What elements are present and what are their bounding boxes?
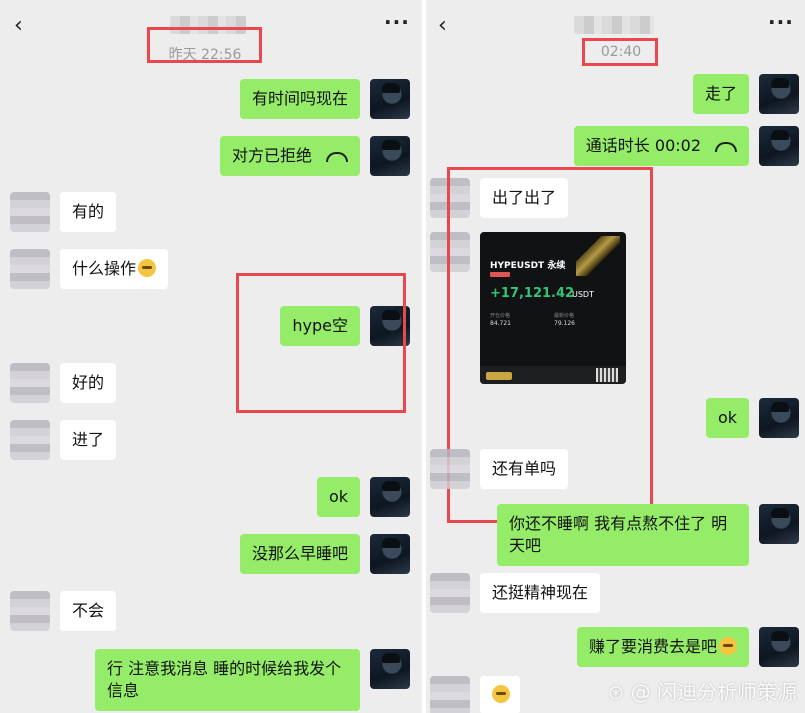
contact-avatar-blurred[interactable] — [430, 676, 470, 713]
message-row: 对方已拒绝 — [219, 136, 410, 176]
card-footer — [480, 366, 626, 384]
message-row: 有的 — [10, 192, 117, 232]
message-bubble[interactable]: 不会 — [60, 591, 117, 631]
contact-avatar-blurred[interactable] — [10, 420, 50, 460]
message-text: 赚了要消费去是吧 — [588, 637, 717, 656]
card-entry-label: 开仓价格 — [490, 313, 511, 319]
contact-avatar-blurred[interactable] — [430, 449, 470, 489]
rocket-graphic-icon — [576, 236, 620, 276]
highlight-box-timestamp — [147, 27, 262, 63]
qr-code-icon — [596, 368, 618, 382]
message-row: 赚了要消费去是吧 — [576, 627, 799, 667]
contact-avatar-blurred[interactable] — [430, 573, 470, 613]
message-text: 什么操作 — [72, 259, 137, 278]
message-row: HYPEUSDT 永续 +17,121.42 USDT 开仓价格 84.721 … — [430, 232, 626, 384]
back-chevron-icon[interactable]: ‹ — [438, 13, 447, 38]
message-row: 通话时长 00:02 — [573, 126, 799, 166]
message-bubble[interactable]: 进了 — [60, 420, 117, 460]
timestamp: 02:40 — [600, 44, 642, 60]
right-chat-screenshot: ‹ ··· 02:40 走了 通话时长 00:02 出了出了 HYPEUSDT … — [426, 0, 805, 713]
my-avatar[interactable] — [759, 74, 799, 114]
card-entry-price: 84.721 — [490, 320, 511, 327]
card-mark-label: 最新价格 — [554, 313, 575, 319]
contact-avatar-blurred[interactable] — [10, 363, 50, 403]
face-emoji-icon — [492, 685, 510, 703]
timestamp: 昨天 22:56 — [168, 47, 242, 63]
message-row: 行 注意我消息 睡的时候给我发个信息 — [95, 649, 410, 711]
message-bubble[interactable]: 走了 — [692, 74, 749, 114]
message-row: 走了 — [692, 74, 799, 114]
more-dots-icon[interactable]: ··· — [384, 10, 410, 34]
contact-avatar-blurred[interactable] — [10, 591, 50, 631]
my-avatar[interactable] — [370, 136, 410, 176]
my-avatar[interactable] — [759, 504, 799, 544]
message-bubble[interactable]: 还挺精神现在 — [480, 573, 601, 613]
message-row: 好的 — [10, 363, 117, 403]
message-row: ok — [316, 477, 410, 517]
panel-divider — [422, 0, 426, 713]
my-avatar[interactable] — [370, 534, 410, 574]
relieved-face-emoji-icon — [719, 637, 737, 655]
call-duration-text: 通话时长 00:02 — [585, 136, 701, 155]
message-bubble[interactable]: 好的 — [60, 363, 117, 403]
message-row: ok — [705, 398, 799, 438]
message-bubble[interactable]: 有时间吗现在 — [239, 79, 360, 119]
my-avatar[interactable] — [759, 126, 799, 166]
message-row: 有时间吗现在 — [239, 79, 410, 119]
my-avatar[interactable] — [370, 477, 410, 517]
message-bubble[interactable]: ok — [316, 477, 360, 517]
contact-avatar-blurred[interactable] — [10, 192, 50, 232]
message-row: 什么操作 — [10, 249, 169, 289]
my-avatar[interactable] — [370, 649, 410, 689]
message-row: 你还不睡啊 我有点熬不住了 明天吧 — [497, 504, 799, 566]
highlight-box-hype-short — [236, 273, 406, 413]
phone-hangup-icon — [326, 151, 348, 162]
card-pnl-unit: USDT — [572, 290, 594, 299]
message-bubble[interactable]: 赚了要消费去是吧 — [576, 627, 749, 667]
more-dots-icon[interactable]: ··· — [768, 10, 794, 34]
card-symbol: HYPEUSDT 永续 — [490, 261, 566, 271]
contact-avatar-blurred[interactable] — [430, 232, 470, 272]
message-bubble[interactable]: 什么操作 — [60, 249, 169, 289]
message-bubble[interactable]: 你还不睡啊 我有点熬不住了 明天吧 — [497, 504, 749, 566]
message-row: 不会 — [10, 591, 117, 631]
call-rejected-bubble[interactable]: 对方已拒绝 — [219, 136, 360, 176]
message-bubble[interactable]: 有的 — [60, 192, 117, 232]
message-row: 还有单吗 — [430, 449, 569, 489]
watermark-text: ⊛ @ 闪迪分析师策源 — [607, 680, 797, 704]
my-avatar[interactable] — [370, 79, 410, 119]
call-status-text: 对方已拒绝 — [231, 146, 312, 165]
message-bubble[interactable]: 没那么早睡吧 — [239, 534, 360, 574]
message-row: 出了出了 — [430, 178, 569, 218]
blurred-contact-name — [574, 16, 654, 34]
pnl-share-card-image[interactable]: HYPEUSDT 永续 +17,121.42 USDT 开仓价格 84.721 … — [480, 232, 626, 384]
my-avatar[interactable] — [759, 627, 799, 667]
message-row: 进了 — [10, 420, 117, 460]
message-bubble[interactable]: 行 注意我消息 睡的时候给我发个信息 — [95, 649, 360, 711]
emoji-message-bubble[interactable] — [480, 676, 520, 713]
exchange-logo-icon — [486, 372, 512, 380]
message-bubble[interactable]: ok — [705, 398, 749, 438]
card-short-tag — [490, 272, 510, 277]
card-pnl: +17,121.42 — [490, 286, 575, 301]
dizzy-face-emoji-icon — [138, 259, 157, 277]
phone-hangup-icon — [715, 141, 737, 152]
message-row: 没那么早睡吧 — [239, 534, 410, 574]
message-bubble[interactable]: hype空 — [280, 306, 360, 346]
card-mark-price: 79.126 — [554, 320, 575, 327]
highlight-box-timestamp — [582, 38, 658, 66]
contact-avatar-blurred[interactable] — [10, 249, 50, 289]
my-avatar[interactable] — [759, 398, 799, 438]
back-chevron-icon[interactable]: ‹ — [14, 13, 23, 38]
message-row — [430, 676, 520, 713]
message-bubble[interactable]: 还有单吗 — [480, 449, 569, 489]
message-bubble[interactable]: 出了出了 — [480, 178, 569, 218]
contact-avatar-blurred[interactable] — [430, 178, 470, 218]
left-chat-screenshot: ‹ ··· 昨天 22:56 有时间吗现在 对方已拒绝 有的 什么操作 hype… — [10, 10, 410, 711]
message-row: 还挺精神现在 — [430, 573, 601, 613]
call-duration-bubble[interactable]: 通话时长 00:02 — [573, 126, 749, 166]
